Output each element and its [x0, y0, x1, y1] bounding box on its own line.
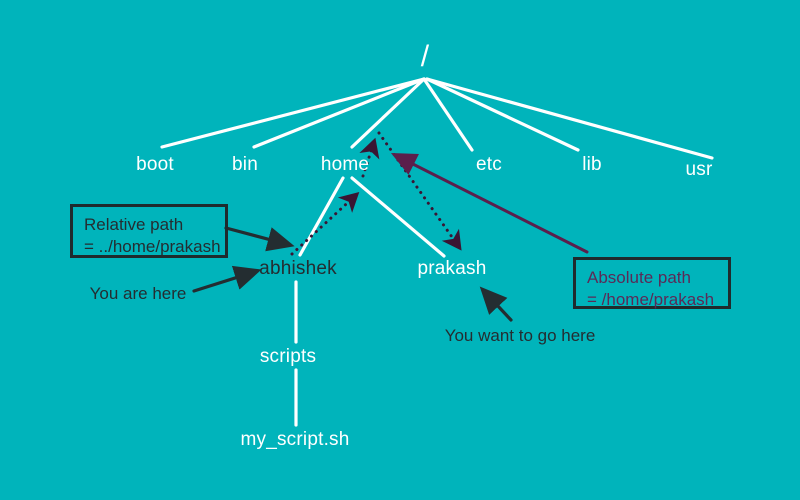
absolute-path-callout: Absolute path = /home/prakash [573, 257, 731, 309]
node-usr: usr [685, 159, 713, 180]
annotation-you-want-to-go-here: You want to go here [444, 326, 596, 345]
relative-path-value: = ../home/prakash [84, 236, 221, 256]
absolute-path-title: Absolute path [587, 268, 691, 287]
relative-path-callout: Relative path = ../home/prakash [70, 204, 228, 258]
node-my-script-sh: my_script.sh [240, 429, 350, 450]
relative-path-title: Relative path [84, 215, 184, 234]
node-root: / [420, 40, 430, 73]
node-home: home [320, 154, 370, 175]
relative-path-dotted [290, 131, 462, 256]
node-abhishek: abhishek [259, 258, 337, 279]
tree-edges-root [160, 77, 714, 160]
annotation-you-are-here: You are here [89, 284, 187, 303]
absolute-path-value: = /home/prakash [587, 289, 715, 309]
node-prakash: prakash [417, 258, 487, 279]
node-lib: lib [582, 154, 602, 175]
node-scripts: scripts [259, 346, 317, 367]
node-bin: bin [232, 154, 258, 175]
node-etc: etc [476, 154, 502, 175]
node-boot: boot [136, 154, 174, 175]
tree-edges-home [298, 176, 446, 258]
